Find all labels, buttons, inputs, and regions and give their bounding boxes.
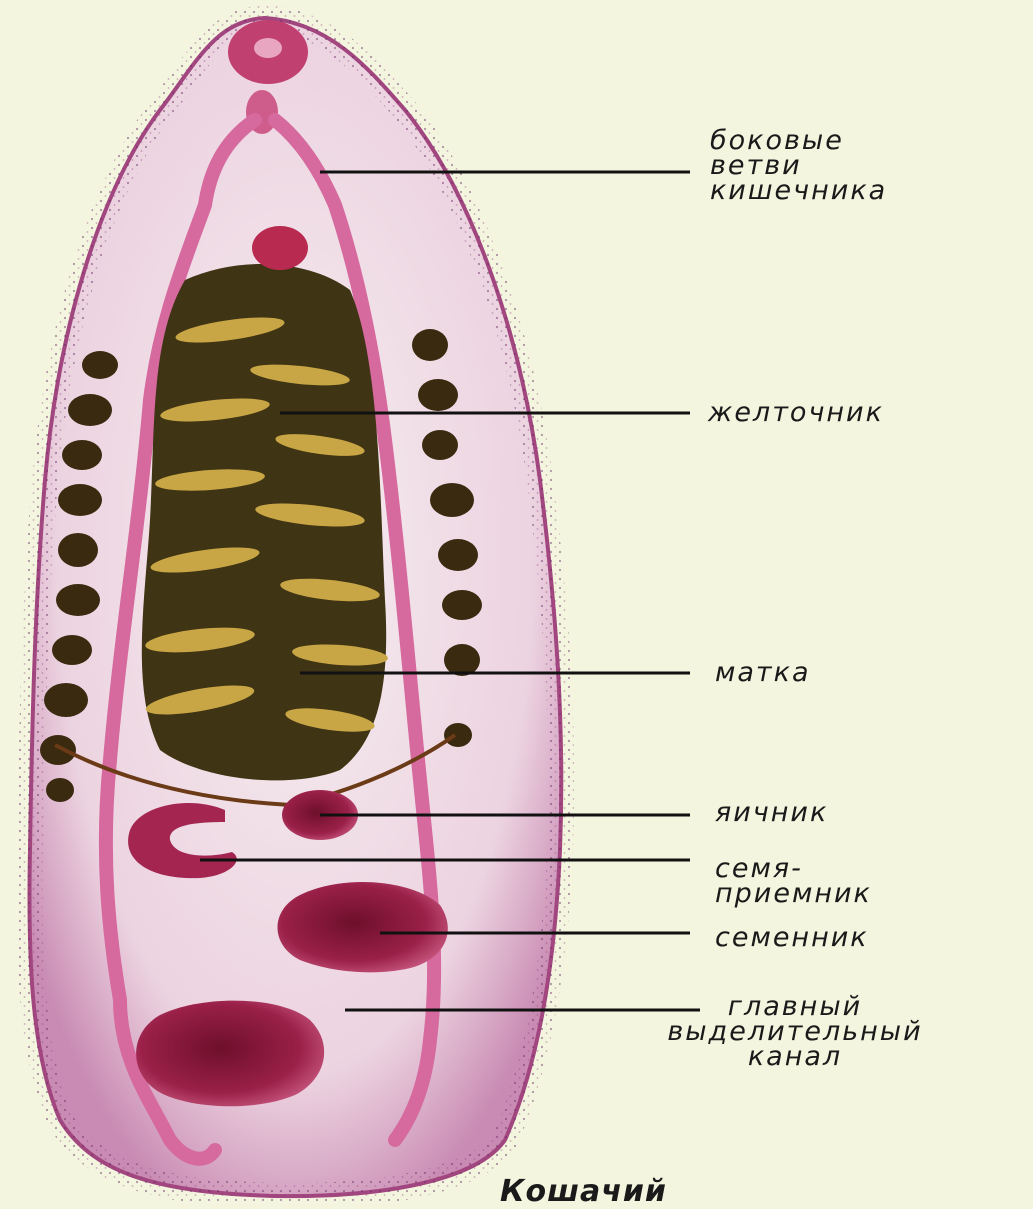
label-uterus: матка [715, 660, 811, 685]
label-excretory-canal: главный выделительный канал [570, 994, 1020, 1069]
label-vitellarium: желточник [708, 400, 884, 425]
testis-posterior [136, 1001, 324, 1107]
testis-anterior [278, 882, 448, 972]
uterus [142, 226, 389, 780]
figure-caption: Кошачий [500, 1176, 667, 1208]
oral-opening [254, 38, 282, 58]
label-testis: семенник [715, 925, 869, 950]
label-ovary: яичник [715, 800, 828, 825]
label-lateral-gut-branches: боковые ветви кишечника [710, 128, 887, 203]
label-seminal-receptacle: семя- приемник [715, 856, 872, 906]
